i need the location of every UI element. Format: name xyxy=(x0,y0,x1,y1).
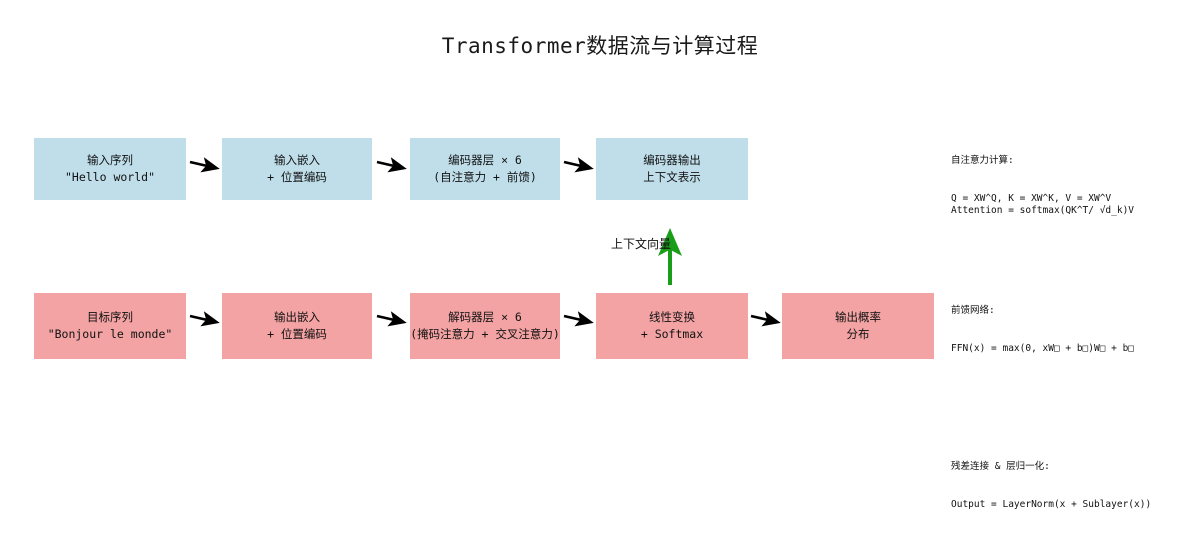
node-decoder-layers[interactable]: 解码器层 × 6 (掩码注意力 + 交叉注意力) xyxy=(410,293,560,359)
arrow-decoder-3 xyxy=(563,311,594,327)
node-line-1: 输出概率 xyxy=(835,310,881,324)
arrow-decoder-4 xyxy=(750,311,781,327)
node-line-2: (自注意力 + 前馈) xyxy=(433,170,537,184)
node-output-probabilities[interactable]: 输出概率 分布 xyxy=(782,293,934,359)
node-target-sequence[interactable]: 目标序列 "Bonjour le monde" xyxy=(34,293,186,359)
node-encoder-output[interactable]: 编码器输出 上下文表示 xyxy=(596,138,748,200)
node-output-embedding[interactable]: 输出嵌入 + 位置编码 xyxy=(222,293,372,359)
annotation-header: 残差连接 & 层归一化: xyxy=(951,461,1050,472)
arrow-decoder-2 xyxy=(376,311,407,327)
arrow-encoder-2 xyxy=(376,157,407,173)
node-linear-softmax[interactable]: 线性变换 + Softmax xyxy=(596,293,748,359)
node-line-1: 编码器层 × 6 xyxy=(448,153,522,167)
arrow-encoder-1 xyxy=(189,157,220,173)
node-line-2: "Hello world" xyxy=(64,170,155,184)
context-vector-label: 上下文向量 xyxy=(611,237,672,251)
node-encoder-layers[interactable]: 编码器层 × 6 (自注意力 + 前馈) xyxy=(410,138,560,200)
node-line-2: "Bonjour le monde" xyxy=(47,327,173,341)
annotation-body: Output = LayerNorm(x + Sublayer(x)) xyxy=(951,498,1152,510)
page-title: Transformer数据流与计算过程 xyxy=(441,34,759,58)
arrow-decoder-1 xyxy=(189,311,220,327)
annotation-body: FFN(x) = max(0, xW□ + b□)W□ + b□ xyxy=(951,342,1135,354)
annotation-header: 自注意力计算: xyxy=(951,155,1014,166)
annotation-body: Q = XW^Q, K = XW^K, V = XW^V Attention =… xyxy=(951,192,1135,217)
node-line-2: 分布 xyxy=(846,327,870,341)
node-line-1: 目标序列 xyxy=(87,310,133,324)
annotation-self-attention: 自注意力计算: Q = XW^Q, K = XW^K, V = XW^V Att… xyxy=(951,130,1134,243)
arrow-encoder-3 xyxy=(563,157,594,173)
node-line-2: (掩码注意力 + 交叉注意力) xyxy=(410,327,560,341)
node-line-1: 编码器输出 xyxy=(643,153,701,167)
node-input-sequence[interactable]: 输入序列 "Hello world" xyxy=(34,138,186,200)
node-line-2: 上下文表示 xyxy=(643,170,701,184)
node-line-2: + Softmax xyxy=(640,327,704,341)
diagram-canvas: Transformer数据流与计算过程 输入序列 "Hello world" 输… xyxy=(34,34,1151,510)
node-line-1: 线性变换 xyxy=(649,310,695,324)
node-line-1: 输入序列 xyxy=(87,153,133,167)
annotation-residual-layernorm: 残差连接 & 层归一化: Output = LayerNorm(x + Subl… xyxy=(951,436,1151,536)
node-line-1: 输入嵌入 xyxy=(274,153,320,167)
connector-arrows xyxy=(189,157,781,327)
annotation-header: 前馈网络: xyxy=(951,305,995,316)
annotation-feedforward: 前馈网络: FFN(x) = max(0, xW□ + b□)W□ + b□ xyxy=(951,280,1134,380)
node-line-1: 输出嵌入 xyxy=(274,310,320,324)
node-line-1: 解码器层 × 6 xyxy=(448,310,522,324)
node-input-embedding[interactable]: 输入嵌入 + 位置编码 xyxy=(222,138,372,200)
node-line-2: + 位置编码 xyxy=(267,170,327,184)
node-line-2: + 位置编码 xyxy=(267,327,327,341)
